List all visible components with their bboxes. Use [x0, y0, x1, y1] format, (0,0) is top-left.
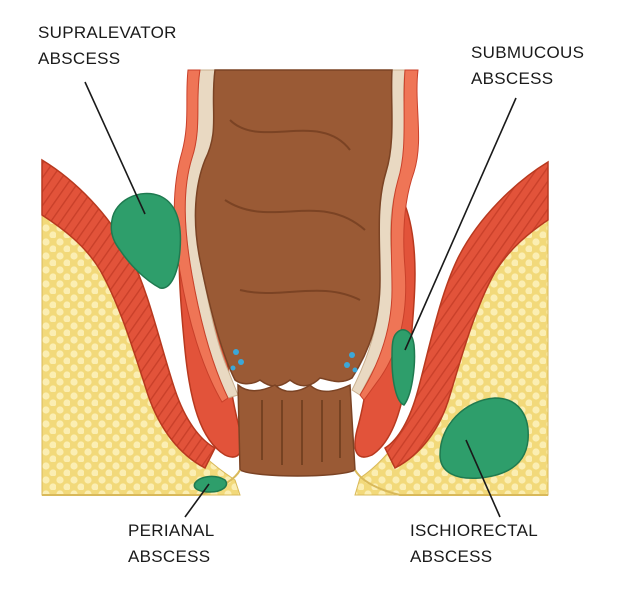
supralevator-label-line2: ABSCESS	[38, 49, 121, 68]
ischiorectal-abscess	[439, 397, 529, 480]
ischiorectal-label-line1: ISCHIORECTAL	[410, 521, 538, 540]
supralevator-leader	[84, 81, 146, 215]
right-levator-muscle	[384, 160, 549, 470]
anal-canal-folds	[261, 400, 341, 465]
submucous-label-line1: SUBMUCOUS	[471, 43, 585, 62]
submucous-abscess	[391, 329, 416, 406]
perianal-label-line2: ABSCESS	[128, 547, 211, 566]
perianal-label-line1: PERIANAL	[128, 521, 215, 540]
supralevator-abscess-label: SUPRALEVATOR ABSCESS	[38, 20, 177, 72]
supralevator-label-line1: SUPRALEVATOR	[38, 23, 177, 42]
left-rectal-muscle-layer	[173, 69, 229, 403]
leader-lines	[84, 81, 517, 518]
submucous-label-line2: ABSCESS	[471, 69, 554, 88]
submucous-leader	[404, 97, 517, 351]
left-anal-glands	[230, 349, 244, 371]
perianal-abscess	[193, 475, 228, 493]
right-rectal-muscle-layer	[359, 69, 420, 401]
perianal-abscess-label: PERIANAL ABSCESS	[128, 518, 215, 570]
perianal-leader	[184, 483, 210, 518]
ischiorectal-leader	[465, 439, 501, 518]
rectal-lumen	[194, 69, 393, 387]
ischiorectal-label-line2: ABSCESS	[410, 547, 493, 566]
submucous-abscess-label: SUBMUCOUS ABSCESS	[471, 40, 584, 92]
right-anal-glands	[344, 352, 358, 373]
supralevator-abscess	[110, 192, 182, 289]
anal-canal	[237, 383, 356, 477]
rectal-fold	[224, 119, 366, 301]
ischiorectal-abscess-label: ISCHIORECTAL ABSCESS	[410, 518, 538, 570]
